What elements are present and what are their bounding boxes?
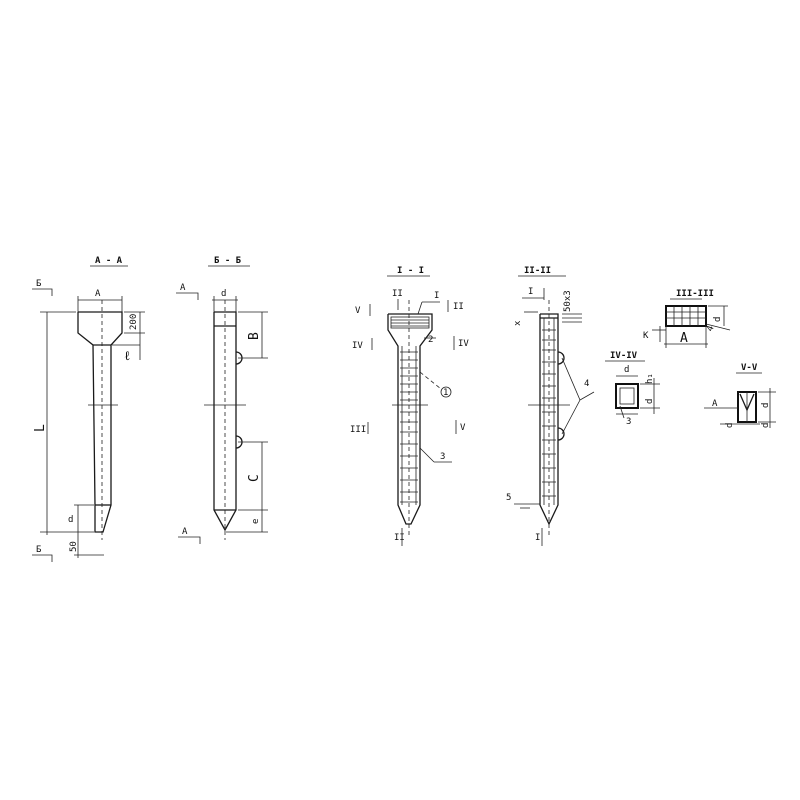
v-dim-a: А	[712, 399, 718, 409]
mark-i-bottom: I	[535, 533, 540, 543]
detail-title-iv-iv: IV-IV	[610, 351, 638, 361]
dim-top-d: d	[221, 289, 226, 299]
section-title-i-i: I - I	[397, 266, 424, 276]
detail-iv-iv: IV-IV d h₁ d 3	[605, 351, 660, 427]
detail-callout-4: 4	[705, 325, 716, 334]
dim-tip-d: d	[68, 515, 73, 525]
callout-2: 2	[428, 335, 433, 345]
dim-50x3: 50х3	[563, 290, 573, 312]
detail-title-v-v: V-V	[741, 363, 758, 373]
view-title-b-b: Б - Б	[214, 256, 242, 266]
v-dim-d-low: d	[761, 423, 771, 428]
detail-dim-a: А	[680, 331, 688, 346]
iv-dim-d: d	[645, 399, 655, 404]
loop-ii-lower	[557, 427, 565, 441]
detail-dim-d: d	[713, 317, 723, 322]
mark-iii-left: III	[350, 425, 366, 435]
mark-iv-left: IV	[352, 341, 363, 351]
pile-outline-b-b	[213, 311, 237, 532]
section-title-ii-ii: II-II	[524, 266, 551, 276]
section-ii-ii: II-II I 50х3	[506, 266, 595, 546]
callout-1: 1	[443, 388, 448, 398]
mark-iv-right: IV	[458, 339, 469, 349]
section-mark-a-bottom: А	[182, 527, 188, 537]
mark-ii-right: II	[453, 302, 464, 312]
detail-iii-iii: III-III 4 d К А	[643, 289, 731, 348]
view-a-a: А - А Б А 200 ℓ L d 50	[32, 256, 145, 562]
callout-3: 3	[440, 452, 445, 462]
loop-ii-upper	[557, 351, 565, 365]
dim-head-200: 200	[129, 314, 139, 330]
callout-4: 4	[584, 379, 589, 389]
detail-v-v: V-V А d d d	[704, 363, 776, 428]
stirrups-ii-ii	[542, 329, 556, 497]
section-mark-a-top: А	[180, 283, 186, 293]
pile-outline-a-a	[77, 311, 123, 533]
section-mark-b-top: Б	[36, 279, 41, 289]
mark-ii-top: II	[392, 289, 403, 299]
section-i-i: I - I	[350, 266, 469, 546]
detail-title-iii-iii: III-III	[676, 289, 714, 299]
v-dim-d-left: d	[725, 423, 735, 428]
stirrups-i-i	[400, 351, 418, 503]
mark-i: I	[434, 291, 439, 301]
callout-circle-1	[440, 386, 452, 398]
v-dim-d: d	[761, 403, 771, 408]
iv-dim-d-top: d	[624, 365, 629, 375]
mark-ii-bottom: II	[394, 533, 405, 543]
mark-v-right-low: V	[460, 423, 466, 433]
section-mark-b-bottom: Б	[36, 545, 41, 555]
mark-v-left: V	[355, 306, 361, 316]
dim-taper-l: ℓ	[124, 349, 130, 364]
mark-i-top: I	[528, 287, 533, 297]
dim-b: B	[247, 332, 262, 340]
view-title-a-a: А - А	[95, 256, 123, 266]
mark-k: К	[643, 331, 649, 341]
mark-x: х	[513, 320, 523, 326]
view-b-b: Б - Б А d B C e А	[176, 256, 268, 544]
dim-length-l: L	[33, 424, 48, 432]
iv-callout-3: 3	[626, 417, 631, 427]
dim-e: e	[251, 519, 261, 524]
dim-c: C	[247, 474, 262, 482]
dim-width-a: А	[95, 289, 101, 299]
dim-bottom-50: 50	[69, 541, 79, 552]
callout-5: 5	[506, 493, 511, 503]
iv-dim-h1: h₁	[645, 373, 655, 384]
